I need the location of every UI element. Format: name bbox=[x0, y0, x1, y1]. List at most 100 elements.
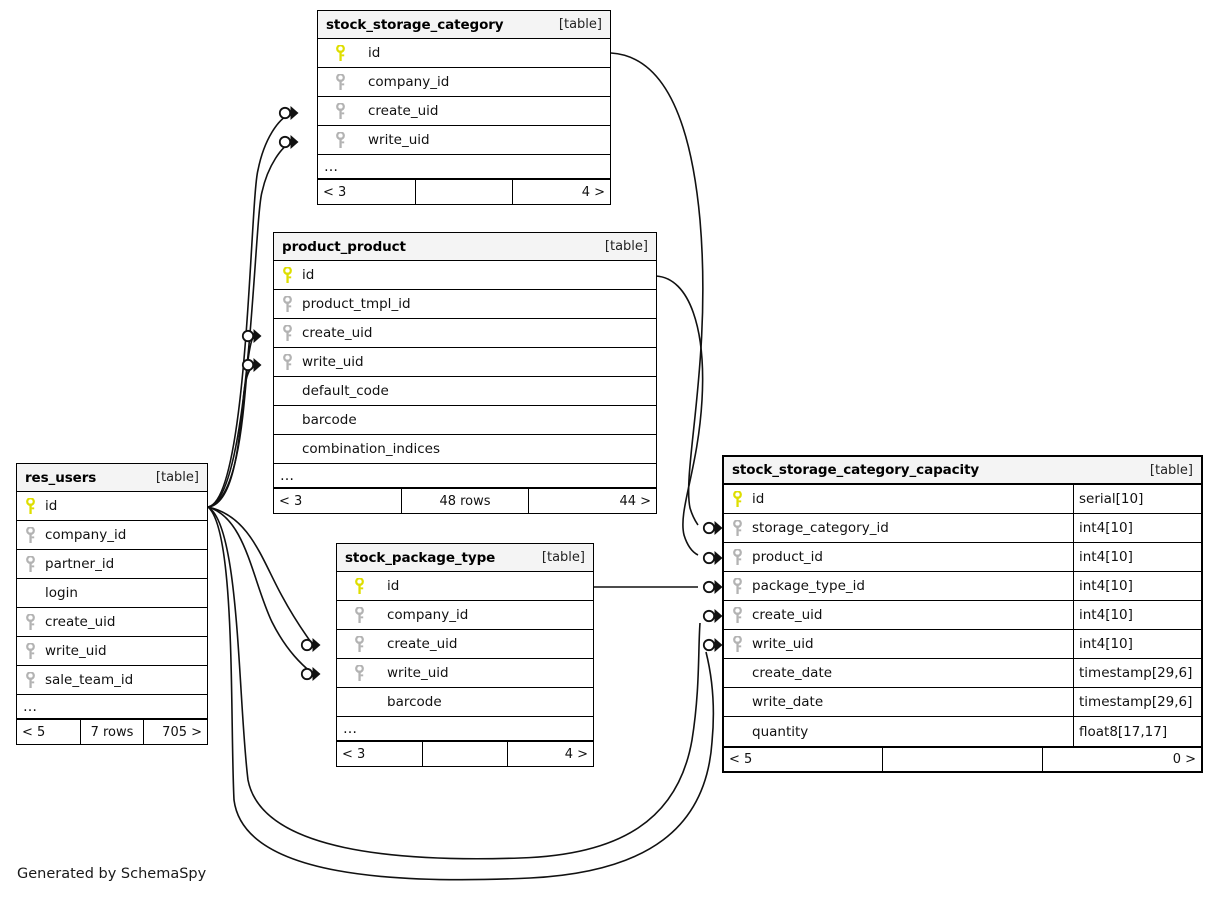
footer-children[interactable]: 705 > bbox=[162, 724, 203, 740]
column-row[interactable]: partner_id bbox=[17, 550, 207, 579]
column-row[interactable]: id serial[10] bbox=[724, 485, 1201, 514]
footer-rowcount bbox=[883, 748, 1043, 771]
column-row[interactable]: write_uid bbox=[17, 637, 207, 666]
column-row[interactable]: create_uid int4[10] bbox=[724, 601, 1201, 630]
column-name: write_uid bbox=[45, 643, 107, 659]
foreign-key-icon bbox=[17, 526, 43, 544]
column-row[interactable]: package_type_id int4[10] bbox=[724, 572, 1201, 601]
edge-pp-to-sscc-product_id bbox=[655, 275, 704, 556]
column-name: id bbox=[387, 578, 400, 594]
column-name: id bbox=[45, 498, 58, 514]
primary-key-icon bbox=[337, 577, 381, 595]
column-row[interactable]: quantity float8[17,17] bbox=[724, 717, 1201, 746]
table-header: stock_storage_category [table] bbox=[318, 11, 610, 39]
column-row[interactable]: login bbox=[17, 579, 207, 608]
column-type: timestamp[29,6] bbox=[1073, 688, 1201, 716]
table-stock_storage_category[interactable]: stock_storage_category [table] id compan… bbox=[317, 10, 611, 205]
footer-rowcount: 7 rows bbox=[81, 720, 145, 744]
column-row[interactable]: create_uid bbox=[318, 97, 610, 126]
footer-rowcount bbox=[416, 180, 514, 204]
column-row[interactable]: default_code bbox=[274, 377, 656, 406]
primary-key-icon bbox=[724, 490, 750, 508]
column-row[interactable]: sale_team_id bbox=[17, 666, 207, 695]
column-row[interactable]: create_uid bbox=[274, 319, 656, 348]
column-row[interactable]: create_date timestamp[29,6] bbox=[724, 659, 1201, 688]
column-name: package_type_id bbox=[752, 578, 865, 594]
footer-children[interactable]: 44 > bbox=[619, 493, 652, 509]
column-name: create_uid bbox=[302, 325, 373, 341]
footer-parents[interactable]: < 3 bbox=[318, 180, 416, 204]
column-row[interactable]: write_date timestamp[29,6] bbox=[724, 688, 1201, 717]
footer-children[interactable]: 4 > bbox=[581, 184, 606, 200]
column-type: serial[10] bbox=[1073, 485, 1201, 513]
column-name: write_uid bbox=[387, 665, 449, 681]
table-type-tag: [table] bbox=[604, 239, 648, 254]
foreign-key-icon bbox=[17, 642, 43, 660]
foreign-key-icon bbox=[337, 635, 381, 653]
column-name: create_uid bbox=[752, 607, 823, 623]
column-name: write_uid bbox=[302, 354, 364, 370]
table-stock_package_type[interactable]: stock_package_type [table] id company_id… bbox=[336, 543, 594, 767]
column-type: float8[17,17] bbox=[1073, 717, 1201, 746]
column-row[interactable]: barcode bbox=[274, 406, 656, 435]
column-row[interactable]: write_uid bbox=[274, 348, 656, 377]
table-footer: < 3 4 > bbox=[337, 741, 593, 766]
column-row[interactable]: create_uid bbox=[337, 630, 593, 659]
column-name: write_date bbox=[752, 694, 824, 710]
column-row[interactable]: write_uid bbox=[318, 126, 610, 155]
table-title: stock_storage_category bbox=[326, 16, 504, 33]
foreign-key-icon bbox=[274, 353, 300, 371]
column-type: int4[10] bbox=[1073, 630, 1201, 658]
column-row[interactable]: company_id bbox=[17, 521, 207, 550]
column-type: int4[10] bbox=[1073, 572, 1201, 600]
column-name: company_id bbox=[368, 74, 450, 90]
column-row[interactable]: create_uid bbox=[17, 608, 207, 637]
footer-parents[interactable]: < 5 bbox=[17, 720, 81, 744]
footer-parents[interactable]: < 3 bbox=[337, 742, 423, 766]
column-name: create_date bbox=[752, 665, 833, 681]
table-product_product[interactable]: product_product [table] id product_tmpl_… bbox=[273, 232, 657, 514]
column-name: create_uid bbox=[45, 614, 116, 630]
footer-children[interactable]: 4 > bbox=[564, 746, 589, 762]
table-title: stock_package_type bbox=[345, 549, 496, 566]
table-footer: < 5 0 > bbox=[724, 746, 1201, 771]
foreign-key-icon bbox=[724, 519, 750, 537]
column-row[interactable]: company_id bbox=[337, 601, 593, 630]
column-row[interactable]: id bbox=[17, 492, 207, 521]
foreign-key-icon bbox=[724, 577, 750, 595]
column-name: default_code bbox=[302, 383, 389, 399]
primary-key-icon bbox=[318, 44, 362, 62]
foreign-key-icon bbox=[318, 102, 362, 120]
column-row[interactable]: id bbox=[274, 261, 656, 290]
column-name: create_uid bbox=[387, 636, 458, 652]
footer-parents[interactable]: < 3 bbox=[274, 489, 402, 513]
foreign-key-icon bbox=[724, 635, 750, 653]
table-res_users[interactable]: res_users [table] id company_id partner_… bbox=[16, 463, 208, 745]
column-type: int4[10] bbox=[1073, 543, 1201, 571]
footer-parents[interactable]: < 5 bbox=[724, 748, 884, 771]
edge-res_users-to-spt-create_uid bbox=[207, 506, 314, 646]
table-footer: < 5 7 rows 705 > bbox=[17, 719, 207, 744]
footer-rowcount bbox=[423, 742, 509, 766]
column-row[interactable]: product_tmpl_id bbox=[274, 290, 656, 319]
table-stock_storage_category_capacity[interactable]: stock_storage_category_capacity [table] … bbox=[722, 455, 1203, 773]
column-row[interactable]: storage_category_id int4[10] bbox=[724, 514, 1201, 543]
table-footer: < 3 48 rows 44 > bbox=[274, 488, 656, 513]
column-row[interactable]: id bbox=[337, 572, 593, 601]
foreign-key-icon bbox=[17, 613, 43, 631]
table-title: product_product bbox=[282, 238, 406, 255]
foreign-key-icon bbox=[17, 671, 43, 689]
column-row[interactable]: product_id int4[10] bbox=[724, 543, 1201, 572]
column-row[interactable]: barcode bbox=[337, 688, 593, 717]
column-row[interactable]: company_id bbox=[318, 68, 610, 97]
column-row[interactable]: combination_indices bbox=[274, 435, 656, 464]
column-name: quantity bbox=[752, 723, 809, 740]
table-header: stock_package_type [table] bbox=[337, 544, 593, 572]
foreign-key-icon bbox=[318, 131, 362, 149]
column-row[interactable]: write_uid int4[10] bbox=[724, 630, 1201, 659]
column-row[interactable]: id bbox=[318, 39, 610, 68]
column-row[interactable]: write_uid bbox=[337, 659, 593, 688]
column-name: id bbox=[302, 267, 315, 283]
footer-children[interactable]: 0 > bbox=[1172, 752, 1196, 767]
more-columns-indicator: … bbox=[274, 464, 656, 488]
